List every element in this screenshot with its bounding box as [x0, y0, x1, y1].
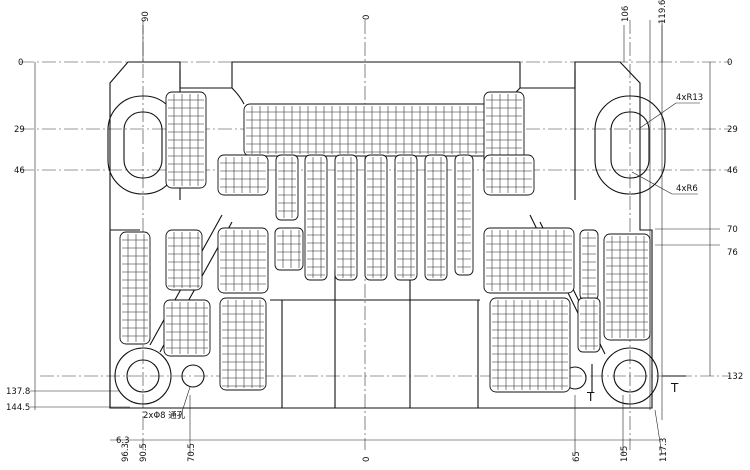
- pocket-21: [163, 299, 211, 357]
- dim-left-46: 46: [14, 166, 25, 176]
- pocket-7: [364, 154, 388, 281]
- pocket-9: [424, 154, 448, 281]
- dim-right-132: 132: [727, 372, 743, 382]
- dim-right-29: 29: [727, 125, 738, 135]
- pocket-grid-14: [486, 230, 572, 291]
- callout-bolt-holes: 2xΦ8 通孔: [143, 410, 186, 421]
- pocket-12: [274, 227, 304, 271]
- pocket-grid-3: [220, 157, 266, 193]
- pocket-grid-19: [222, 300, 264, 388]
- pocket-6: [334, 154, 358, 281]
- pocket-grid-21: [166, 302, 208, 354]
- pocket-10: [454, 154, 474, 276]
- pocket-grid-6: [337, 157, 355, 278]
- pocket-grid-4: [486, 157, 532, 193]
- dim-bottom-70: 70.5: [187, 443, 197, 462]
- dim-left-29: 29: [14, 125, 25, 135]
- pocket-5: [304, 154, 328, 281]
- pocket-13: [217, 227, 269, 294]
- pocket-grid-16: [582, 232, 596, 298]
- dim-left-137: 137.8: [6, 387, 30, 397]
- dim-top-106: 106: [621, 6, 631, 22]
- dim-top-0: 0: [362, 15, 372, 20]
- callout-slot-radius: 4xR13: [676, 93, 703, 103]
- dim-left-144: 144.5: [6, 403, 30, 413]
- pocket-grid-8: [397, 157, 415, 278]
- pocket-grid-22: [580, 300, 598, 350]
- dim-bottom-117: 117.3: [659, 438, 669, 462]
- pocket-18: [603, 233, 651, 341]
- dim-left-0: 0: [18, 58, 23, 68]
- extension-lines: [142, 25, 663, 456]
- pocket-grid-17: [122, 234, 148, 342]
- dim-small-6: 6.3: [116, 436, 130, 446]
- pocket-11: [275, 154, 299, 221]
- pocket-grid-7: [367, 157, 385, 278]
- pocket-grid-13: [220, 230, 266, 291]
- dim-bottom-96: 96.3: [121, 443, 131, 462]
- pocket-8: [394, 154, 418, 281]
- dim-bottom-65: 65: [572, 451, 582, 462]
- pocket-22: [577, 297, 601, 353]
- dim-right-70: 70: [727, 225, 738, 235]
- pocket-grid-11: [278, 157, 296, 218]
- dim-bottom-0: 0: [362, 457, 372, 462]
- dim-right-0: 0: [727, 58, 732, 68]
- pocket-grid-18: [606, 236, 648, 338]
- dim-top-119: 119.6: [658, 0, 668, 24]
- section-mark-right: T: [670, 381, 679, 395]
- ribbed-pockets: [119, 91, 651, 393]
- dim-top-90: 90: [141, 11, 151, 22]
- pocket-grid-0: [168, 94, 204, 186]
- pocket-4: [483, 154, 535, 196]
- pocket-grid-9: [427, 157, 445, 278]
- pocket-16: [579, 229, 599, 301]
- dim-right-46: 46: [727, 166, 738, 176]
- pocket-14: [483, 227, 575, 294]
- pocket-grid-20: [492, 300, 568, 390]
- pocket-15: [165, 229, 203, 291]
- callout-slot-inner-radius: 4xR6: [676, 184, 698, 194]
- dim-bottom-105: 105: [620, 446, 630, 462]
- mounting-slots: [107, 95, 666, 195]
- pocket-grid-5: [307, 157, 325, 278]
- pocket-grid-15: [168, 232, 200, 288]
- pocket-grid-12: [277, 230, 301, 268]
- pocket-grid-10: [457, 157, 471, 273]
- dim-right-76: 76: [727, 248, 738, 258]
- pocket-19: [219, 297, 267, 391]
- section-mark-left: T: [586, 390, 595, 404]
- pocket-3: [217, 154, 269, 196]
- dim-bottom-90: 90.5: [139, 443, 149, 462]
